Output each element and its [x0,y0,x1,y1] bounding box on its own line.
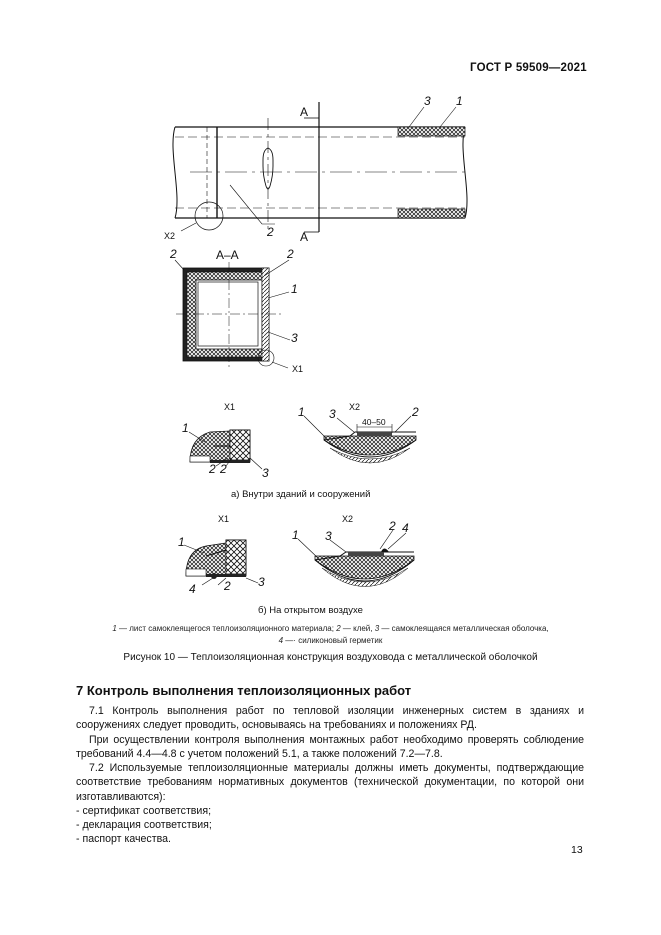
detail-a-x2-dimension: 40–50 [362,417,386,427]
top-view-leaders [180,106,457,232]
paragraph-control: При осуществлении контроля выполнения мо… [76,734,584,761]
section-leaders [174,259,291,369]
detail-a-x1-callout-2a: 2 [208,462,216,476]
detail-b-x2-callout-2: 2 [388,519,396,533]
section-callout-1: 1 [291,282,298,296]
detail-a-x2-labels: Х2 40–50 1 3 2 [298,402,419,427]
top-view-labels: А А 3 1 2 Х2 [164,94,463,244]
section-callout-3: 3 [291,331,298,345]
detail-a-x2-callout-1: 1 [298,405,305,419]
paragraph-7-2: 7.2 Используемые теплоизоляционные матер… [76,762,584,803]
detail-a-x1 [189,429,251,463]
detail-b-x2-leaders [297,529,407,559]
detail-b-x1-callout-2: 2 [223,579,231,593]
figure-10-drawing: А А 3 1 2 Х2 А–А 2 2 1 3 Х1 [164,94,470,616]
legend-num-3: 3 [374,624,380,633]
detail-a-x1-callout-2b: 2 [219,462,227,476]
detail-a-x2 [323,424,417,464]
section-callout-2-left: 2 [169,247,177,261]
detail-x2-label: Х2 [164,231,175,241]
detail-b-x2-callout-4: 4 [402,521,409,535]
detail-x2-marker [194,201,224,231]
section-mark-lower: А [300,230,308,244]
detail-a-x1-leaders [188,431,263,470]
callout-1: 1 [456,94,463,108]
figure-legend-line-1: 1 — лист самоклеящегося теплоизоляционно… [0,623,661,635]
list-item: - декларация соответствия; [76,819,212,831]
section-heading: 7 Контроль выполнения теплоизоляционных … [76,683,412,698]
detail-a-x1-title: Х1 [224,402,235,412]
section-title: А–А [216,248,239,262]
section-callout-2-right: 2 [286,247,294,261]
detail-b-x1-callout-3: 3 [258,575,265,589]
detail-a-x2-callout-3: 3 [329,407,336,421]
figure-caption: Рисунок 10 — Теплоизоляционная конструкц… [123,652,538,663]
detail-b-x2-title: Х2 [342,514,353,524]
detail-b-x2 [314,548,415,587]
callout-3: 3 [424,94,431,108]
legend-text-4: —· силиконовый герметик [283,636,383,645]
section-labels: А–А 2 2 1 3 Х1 [169,247,303,374]
detail-a-x1-callout-1: 1 [182,421,189,435]
legend-text-3: — самоклеящаяся металлическая оболочка, [379,624,549,633]
legend-num-2: 2 [336,624,341,633]
detail-b-x2-labels: Х2 1 3 2 4 [292,514,409,543]
detail-b-x1-callout-1: 1 [178,535,185,549]
top-cladding-strip [397,126,466,137]
detail-b-x1-title: Х1 [218,514,229,524]
section-mark-upper: А [300,105,308,119]
detail-b-x1-labels: Х1 1 4 2 3 [178,514,265,596]
bottom-cladding-strip [397,208,466,219]
caption-b: б) На открытом воздухе [258,605,363,616]
detail-b-x1-callout-4: 4 [189,582,196,596]
detail-a-x1-labels: Х1 1 2 2 3 [182,402,269,480]
detail-a-x2-callout-2: 2 [411,405,419,419]
detail-a-x1-callout-3: 3 [262,466,269,480]
detail-b-x1-leaders [183,544,259,586]
section-aa [176,262,282,370]
figure-legend-line-2: 4 —· силиконовый герметик [0,635,661,647]
detail-a-x2-title: Х2 [349,402,360,412]
legend-text-2: — клей, [340,624,375,633]
detail-a-x2-leaders [303,415,412,439]
legend-num-1: 1 [112,624,117,633]
list-item: - паспорт качества. [76,833,171,845]
detail-x1-label: Х1 [292,364,303,374]
callout-2: 2 [266,225,274,239]
caption-a: а) Внутри зданий и сооружений [231,489,370,500]
detail-b-x2-callout-1: 1 [292,528,299,542]
page-number: 13 [571,844,583,856]
legend-num-4: 4 [278,636,284,645]
paragraph-7-1: 7.1 Контроль выполнения работ по теплово… [76,705,584,732]
legend-text-1: — лист самоклеящегося теплоизоляционного… [116,624,337,633]
list-item: - сертификат соответствия; [76,805,212,817]
standard-designation: ГОСТ Р 59509—2021 [470,62,587,74]
detail-b-x1 [185,539,247,579]
detail-b-x2-callout-3: 3 [325,529,332,543]
